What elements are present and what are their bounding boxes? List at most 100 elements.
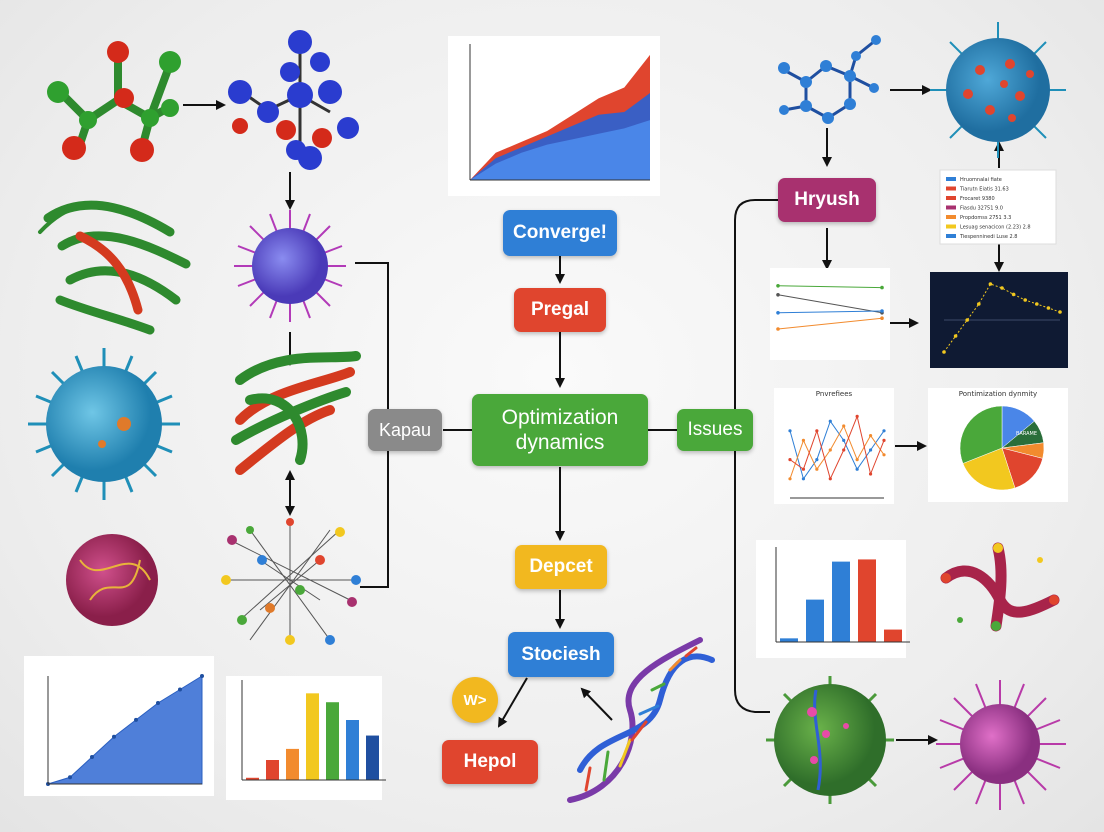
node-stociesh-label: Stociesh <box>521 643 601 665</box>
legend-swatch <box>946 215 956 219</box>
growth-point <box>200 674 204 678</box>
virus-teal <box>28 348 180 500</box>
bar <box>806 599 824 642</box>
zigzag-series-1 <box>789 424 885 479</box>
line-point <box>776 327 780 331</box>
growth-point <box>156 701 160 705</box>
node-depcet[interactable]: Depcet <box>515 545 607 589</box>
legend-label: Fiasdu 32751 9.0 <box>960 206 1003 212</box>
legend-swatch <box>946 177 956 181</box>
line-point <box>776 284 780 288</box>
bar <box>366 735 379 780</box>
node-kapau-label: Kapau <box>378 419 432 440</box>
line-series-1 <box>777 294 883 314</box>
legend-label: Hruomnalai fiate <box>960 177 1002 183</box>
dna-helix <box>567 637 715 803</box>
pie-chart-title: Pontimization dynmity <box>959 390 1037 398</box>
network-graph <box>221 518 361 645</box>
pie-inner-label: BARAME <box>1016 431 1037 437</box>
node-pregal[interactable]: Pregal <box>514 288 606 332</box>
scatter-point <box>1058 310 1062 314</box>
legend-swatch <box>946 224 956 229</box>
virus-pink <box>936 680 1066 810</box>
line-chart-panel <box>770 268 890 360</box>
virus-magenta <box>66 534 158 626</box>
pie-slice <box>959 405 1003 464</box>
legend-label: Tiespenninedi Luse 2.8 <box>959 234 1017 240</box>
scatter-point <box>1011 292 1016 297</box>
legend-swatch <box>946 196 956 200</box>
growth-point <box>178 687 182 692</box>
scatter-point <box>988 282 993 286</box>
protein-ribbon-1 <box>38 200 191 335</box>
node-pregal-label: Pregal <box>530 299 590 320</box>
legend-swatch <box>946 234 956 238</box>
bar <box>780 638 798 642</box>
legend-swatch <box>946 205 956 210</box>
node-issues-label: Issues <box>687 419 743 440</box>
molecule-green <box>47 41 181 162</box>
node-w-badge-label: W> <box>463 691 487 709</box>
dark-scatter-chart <box>942 282 1062 354</box>
node-stociesh[interactable]: Stociesh <box>508 632 614 677</box>
bar <box>246 777 259 780</box>
line-point <box>880 309 884 313</box>
bar-chart-right <box>775 547 910 643</box>
legend-label: Frocaret 9380 <box>960 196 995 202</box>
pie-chart: BARAME <box>959 405 1045 491</box>
node-converge[interactable]: Converge! <box>503 210 617 256</box>
node-hryush-label: Hryush <box>794 189 860 210</box>
legend-label: Propdomss 2751 3.3 <box>960 215 1011 221</box>
line-point <box>776 311 780 315</box>
bar <box>326 702 339 780</box>
zigzag-chart-panel <box>774 388 894 504</box>
line-point <box>776 293 780 297</box>
growth-chart <box>46 674 204 786</box>
node-optimization-dynamics[interactable]: Optimization dynamics <box>472 394 648 466</box>
node-hryush[interactable]: Hryush <box>778 178 876 222</box>
virus-purple <box>234 210 346 322</box>
node-hepol-label: Hepol <box>463 751 517 772</box>
line-chart <box>776 284 884 331</box>
bar <box>346 720 359 780</box>
virus-blue-spotted <box>930 22 1066 158</box>
zigzag-series-0 <box>789 420 885 480</box>
area-chart-top <box>469 44 650 181</box>
node-depcet-label: Depcet <box>529 556 593 577</box>
molecule-blue <box>228 30 359 170</box>
scatter-point <box>1023 298 1027 302</box>
line-point <box>880 316 884 321</box>
protein-ribbon-2 <box>231 351 361 475</box>
legend-swatch <box>946 186 956 191</box>
line-series-2 <box>777 310 883 314</box>
scatter-point <box>977 302 981 306</box>
bar <box>884 629 902 642</box>
growth-point <box>90 755 94 759</box>
scatter-point <box>965 318 969 322</box>
zigzag-series-2 <box>789 414 885 481</box>
bar-chart-left <box>241 680 386 781</box>
bar <box>286 748 299 780</box>
growth-point <box>134 717 138 722</box>
scatter-point <box>1046 306 1051 310</box>
growth-point <box>112 734 116 739</box>
molecule-crimson <box>940 542 1060 632</box>
virus-green <box>766 676 894 804</box>
scatter-point <box>1035 302 1039 306</box>
line-series-3 <box>777 317 883 330</box>
area-series-2 <box>470 120 650 180</box>
node-issues[interactable]: Issues <box>677 409 753 451</box>
node-hepol[interactable]: Hepol <box>442 740 538 784</box>
node-w-badge[interactable]: W> <box>452 677 498 723</box>
node-optimization-label: Optimization dynamics <box>501 405 619 454</box>
bar <box>832 561 850 642</box>
growth-point <box>68 775 72 780</box>
molecule-blue-right <box>778 35 881 124</box>
zigzag-chart <box>788 414 886 499</box>
node-kapau[interactable]: Kapau <box>368 409 442 451</box>
legend-label: Lesuag senacicon (2.23) 2.8 <box>960 225 1031 231</box>
growth-area <box>47 675 203 785</box>
bar <box>306 693 319 780</box>
